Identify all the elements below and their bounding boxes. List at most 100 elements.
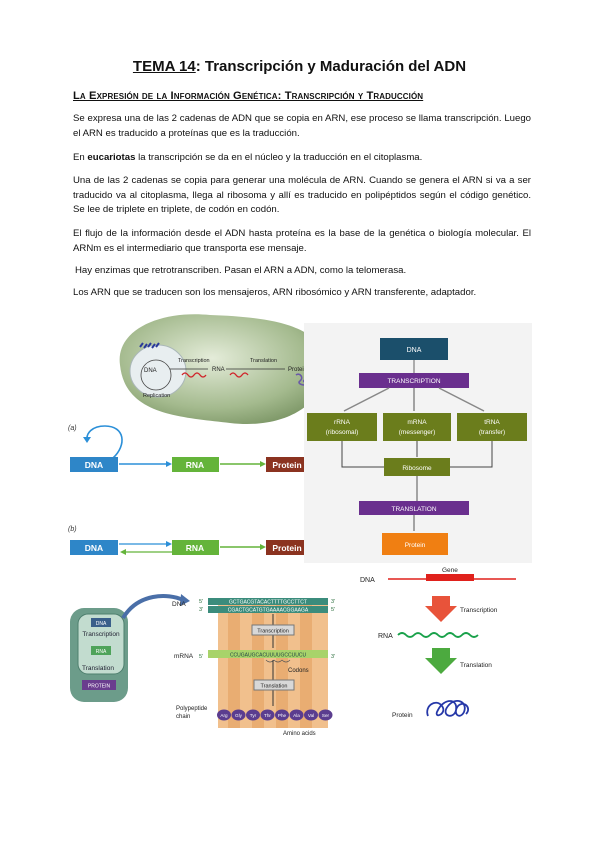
codon-transcription-box [251, 624, 295, 636]
codon-transcription-label: Transcription [257, 629, 289, 635]
codon-translation-box [253, 679, 295, 691]
cell-rna-label: RNA [212, 367, 225, 373]
dna-bottom-3prime: 3' [199, 607, 203, 613]
amino-acid-label: Tyr [250, 713, 257, 718]
cell-protein-box [82, 680, 116, 690]
dna-fragment-icon [139, 342, 160, 349]
gene-dna-label: DNA [360, 577, 375, 584]
codons-label: Codons [288, 668, 309, 674]
protein-coil-icon [426, 699, 470, 717]
mrna-sequence: CCUGAUGCACUUUUGCCUUCU [230, 653, 307, 659]
hier-ribosome-box [384, 458, 450, 476]
paragraph-2: En eucariotas la transcripción se da en … [73, 152, 423, 163]
hier-mrna-box [383, 413, 451, 441]
paragraph-4: El flujo de la información desde el ADN … [73, 228, 531, 254]
flow-b-protein-box [266, 540, 308, 555]
cell-translation-label: Translation [250, 358, 277, 364]
cell-protein-label: Protein [288, 367, 307, 373]
dna-bottom-5prime: 5' [331, 607, 335, 613]
flow-a-rna: RNA [186, 460, 204, 470]
flow-a-dna-box [70, 457, 118, 472]
cell-rna-box [91, 646, 111, 655]
hier-rrna-box [307, 413, 377, 441]
amino-acid-label: Ser [322, 713, 330, 718]
gene-rna-label: RNA [378, 633, 393, 640]
amino-acid-bead [217, 709, 231, 721]
cell-mini-translation: Translation [82, 665, 114, 672]
rna-wave-1 [181, 372, 207, 378]
flow-b-rna: RNA [186, 543, 204, 553]
amino-acid-bead [289, 709, 304, 721]
dna-top-3prime: 3' [331, 599, 335, 605]
polypeptide-label-1: Polypeptide [176, 706, 208, 712]
translation-arrow [425, 648, 457, 674]
hier-dna-box [380, 338, 448, 360]
zoom-stripe-3 [276, 598, 288, 728]
hier-trna: tRNA [484, 419, 500, 426]
hier-ribosome: Ribosome [402, 465, 432, 472]
cell-dna-box [91, 618, 111, 627]
hier-protein: Protein [405, 542, 426, 549]
nucleus [129, 344, 187, 398]
cell-central-dogma-diagram: DNA Replication Transcription RNA Transl… [119, 314, 326, 425]
transcription-translation-codon-diagram: DNA Transcription RNA Translation PROTEI… [70, 594, 335, 737]
cell-mini-rna: RNA [96, 649, 107, 655]
flow-b-reverse-arrowhead [120, 549, 126, 555]
flow-a-arrowhead-2 [260, 461, 266, 467]
hier-translation: TRANSLATION [391, 506, 436, 513]
zoom-stripe-2 [252, 598, 264, 728]
replication-arrowhead [83, 437, 91, 443]
flow-b-label: (b) [68, 526, 77, 533]
amino-acid-bead [304, 709, 318, 721]
hier-rrna: rRNA [334, 419, 351, 426]
hier-transcription: TRANSCRIPTION [387, 378, 440, 385]
flow-a-protein: Protein [272, 460, 301, 470]
zoom-stripe-1 [228, 598, 240, 728]
paragraph-6: Los ARN que se traducen son los mensajer… [73, 287, 477, 298]
term-eucariotas: eucariotas [87, 152, 136, 163]
amino-acid-bead [318, 709, 333, 721]
codon-translation-label: Translation [260, 684, 287, 690]
page-title: TEMA 14: Transcripción y Maduración del … [0, 58, 599, 75]
section-heading: La Expresión de la Información Genética:… [73, 90, 424, 102]
hier-dna: DNA [407, 347, 422, 354]
gene-label: Gene [442, 567, 458, 574]
cell-mini-protein: PROTEIN [88, 684, 111, 690]
cell-mini-transcription: Transcription [82, 631, 120, 638]
hier-protein-box [382, 533, 448, 555]
cell-transcription-label: Transcription [178, 358, 210, 364]
amino-acids-label: Amino acids [283, 731, 316, 737]
dna-bottom-sequence: CGACTGCATGTGAAAACGGAAGA [228, 608, 309, 614]
flow-b-forward-arrowhead [166, 541, 172, 547]
hier-branch-arrows [343, 387, 485, 412]
amino-acid-label: Val [308, 713, 314, 718]
hier-connector-lines [341, 441, 493, 468]
paragraph-1: Se expresa una de las 2 cadenas de ADN q… [73, 113, 531, 139]
amino-acid-label: Phe [278, 713, 287, 718]
cell-nucleus-box [77, 613, 125, 675]
amino-acid-bead [246, 709, 260, 721]
dna-top-strand [208, 598, 328, 605]
zoom-arrow [121, 594, 184, 620]
gene-transcription-label: Transcription [460, 607, 498, 614]
flow-a-label: (a) [68, 425, 77, 432]
paragraph-3: Una de las 2 cadenas se copia para gener… [73, 175, 531, 215]
hier-trna-sub: (transfer) [479, 429, 505, 436]
amino-acid-label: Thr [264, 713, 271, 718]
title-text: : Transcripción y Maduración del ADN [195, 58, 467, 75]
flow-a-rna-box [172, 457, 219, 472]
amino-acid-bead [275, 709, 289, 721]
codon-dna-label: DNA [172, 601, 186, 608]
dna-bottom-strand [208, 606, 328, 613]
hier-trna-box [457, 413, 527, 441]
cell-membrane [119, 314, 326, 425]
amino-acid-label: Gly [235, 713, 243, 718]
rna-types-flowchart: DNA TRANSCRIPTION rRNA (ribosomal) mRNA … [304, 323, 532, 563]
amino-acid-label: Ala [293, 713, 300, 718]
zoom-stripe-4 [300, 598, 312, 728]
transcription-arrow [425, 596, 457, 622]
flow-diagram-b: (b) DNA RNA Protein [68, 526, 308, 555]
rna-wave [397, 632, 479, 638]
gene-translation-label: Translation [460, 662, 492, 669]
